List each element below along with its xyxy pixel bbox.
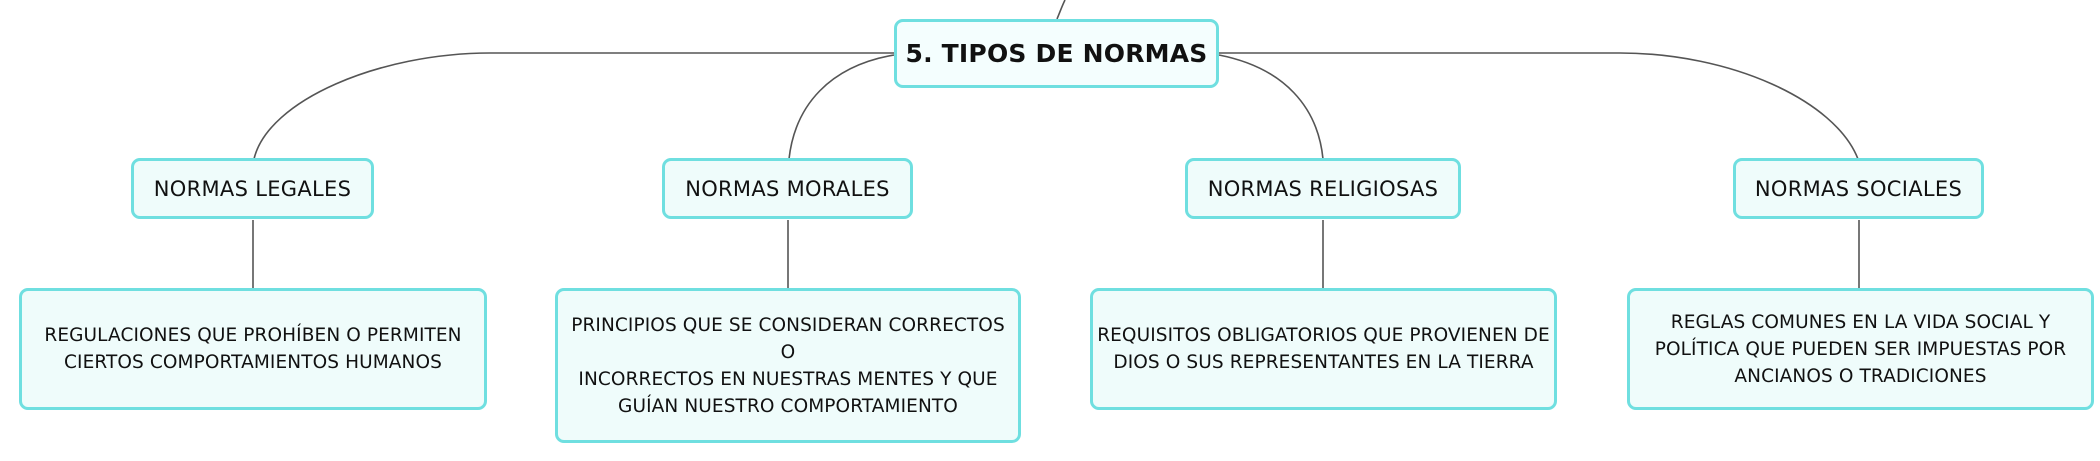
connector-root-to-sociales xyxy=(1219,52,1859,160)
category-node-label: NORMAS MORALES xyxy=(685,176,890,201)
description-node-morales[interactable]: PRINCIPIOS QUE SE CONSIDERAN CORRECTOS O… xyxy=(555,288,1021,443)
category-node-label: NORMAS SOCIALES xyxy=(1754,176,1963,201)
connector-root-to-morales xyxy=(788,54,895,160)
description-line: REQUISITOS OBLIGATORIOS QUE PROVIENEN DE xyxy=(1097,325,1550,346)
connector-root-to-religiosas xyxy=(1218,54,1324,160)
category-node-sociales[interactable]: NORMAS SOCIALES xyxy=(1733,158,1984,219)
connector-parent-to-root xyxy=(1056,0,1066,20)
category-node-legales[interactable]: NORMAS LEGALES xyxy=(131,158,374,219)
description-node-sociales[interactable]: REGLAS COMUNES EN LA VIDA SOCIAL Y POLÍT… xyxy=(1627,288,2094,410)
description-line: DIOS O SUS REPRESENTANTES EN LA TIERRA xyxy=(1113,352,1534,373)
connector-root-to-legales xyxy=(253,52,894,160)
category-node-religiosas[interactable]: NORMAS RELIGIOSAS xyxy=(1185,158,1461,219)
description-line: INCORRECTOS EN NUESTRAS MENTES Y QUE xyxy=(578,368,998,390)
category-node-morales[interactable]: NORMAS MORALES xyxy=(662,158,913,219)
description-line: CIERTOS COMPORTAMIENTOS HUMANOS xyxy=(64,352,442,373)
description-line: ANCIANOS O TRADICIONES xyxy=(1734,365,1987,387)
description-line: REGLAS COMUNES EN LA VIDA SOCIAL Y xyxy=(1670,311,2051,333)
description-line: GUÍAN NUESTRO COMPORTAMIENTO xyxy=(618,395,958,417)
category-node-label: NORMAS RELIGIOSAS xyxy=(1207,176,1439,201)
description-node-legales[interactable]: REGULACIONES QUE PROHÍBEN O PERMITEN CIE… xyxy=(19,288,487,410)
root-node[interactable]: 5. TIPOS DE NORMAS xyxy=(894,19,1219,88)
description-text: REGULACIONES QUE PROHÍBEN O PERMITEN CIE… xyxy=(44,322,461,376)
description-text: PRINCIPIOS QUE SE CONSIDERAN CORRECTOS O… xyxy=(562,312,1014,420)
description-line: POLÍTICA QUE PUEDEN SER IMPUESTAS POR xyxy=(1654,338,2067,360)
description-text: REGLAS COMUNES EN LA VIDA SOCIAL Y POLÍT… xyxy=(1655,309,2067,390)
description-line: PRINCIPIOS QUE SE CONSIDERAN CORRECTOS O xyxy=(571,314,1005,363)
description-line: REGULACIONES QUE PROHÍBEN O PERMITEN xyxy=(44,325,462,346)
category-node-label: NORMAS LEGALES xyxy=(153,176,352,201)
root-node-label: 5. TIPOS DE NORMAS xyxy=(905,39,1208,68)
description-text: REQUISITOS OBLIGATORIOS QUE PROVIENEN DE… xyxy=(1097,322,1550,376)
description-node-religiosas[interactable]: REQUISITOS OBLIGATORIOS QUE PROVIENEN DE… xyxy=(1090,288,1557,410)
